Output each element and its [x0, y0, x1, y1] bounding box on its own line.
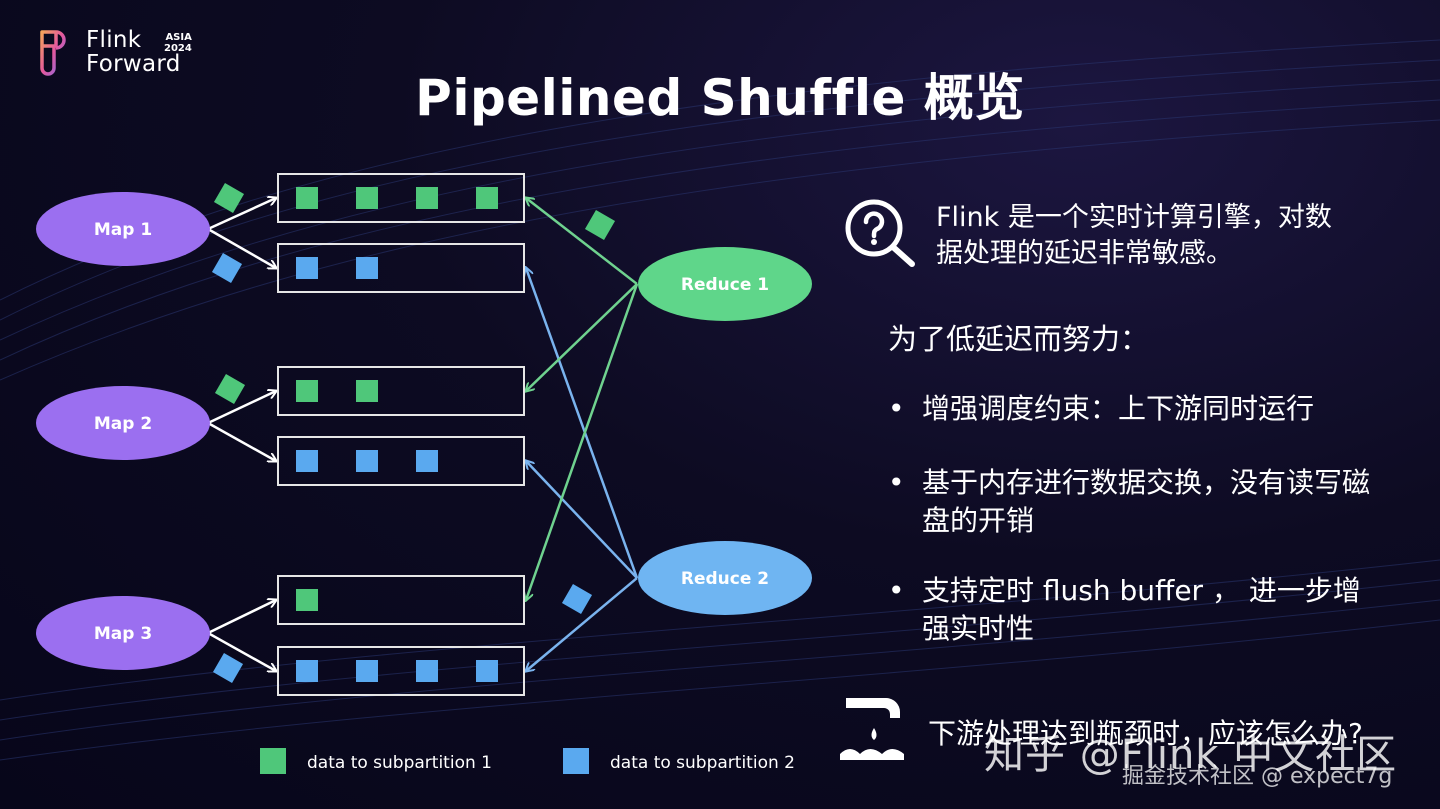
bottom-question: 下游处理达到瓶颈时，应该怎么办?	[928, 717, 1363, 750]
map-node-label: Map 3	[94, 624, 152, 644]
flink-forward-logo: Flink Forward ASIA 2024	[36, 26, 206, 82]
green-data-block	[296, 187, 318, 209]
question-text: Flink 是一个实时计算引擎，对数据处理的延迟非常敏感。	[936, 202, 1332, 269]
flink-logo-icon	[40, 30, 66, 76]
green-data-block	[416, 187, 438, 209]
bullet-dot: •	[888, 574, 905, 607]
subpartition-box	[277, 243, 525, 293]
reduce-node-label: Reduce 1	[681, 275, 769, 295]
in-flight-blue-block	[212, 652, 244, 684]
map-output-arrow	[207, 198, 276, 231]
map-node	[36, 192, 210, 266]
subpartition-box	[277, 646, 525, 696]
map-output-arrow	[207, 391, 276, 425]
in-flight-green-block	[214, 373, 246, 405]
reduce1-read-arrow	[526, 283, 638, 391]
bullet-text: 基于内存进行数据交换，没有读写磁盘的开销	[922, 466, 1371, 537]
slide-title: Pipelined Shuffle 概览	[415, 69, 1025, 127]
blue-data-block	[296, 257, 318, 279]
legend-label: data to subpartition 1	[307, 753, 492, 773]
legend-swatch	[260, 748, 286, 774]
bullet-text: 支持定时 flush buffer ， 进一步增强实时性	[922, 574, 1361, 645]
blue-data-block	[356, 257, 378, 279]
map-node-label: Map 1	[94, 220, 152, 240]
green-data-block	[296, 589, 318, 611]
blue-data-block	[296, 660, 318, 682]
logo-badge-line1: ASIA	[165, 32, 192, 43]
reduce1-read-arrow	[526, 198, 638, 285]
reduce2-read-arrow	[526, 577, 638, 671]
reduce2-read-arrow	[526, 461, 638, 579]
legend-swatch	[563, 748, 589, 774]
green-data-block	[356, 380, 378, 402]
in-flight-blue-block	[211, 252, 243, 284]
question-search-icon	[845, 199, 915, 267]
bullet-dot: •	[888, 466, 905, 499]
green-data-block	[296, 380, 318, 402]
map-node	[36, 596, 210, 670]
blue-data-block	[356, 660, 378, 682]
reduce-node	[638, 247, 812, 321]
blue-data-block	[296, 450, 318, 472]
logo-wordmark: Flink Forward	[86, 28, 181, 76]
legend-label: data to subpartition 2	[610, 753, 795, 773]
logo-line2: Forward	[86, 51, 181, 77]
effort-heading: 为了低延迟而努力：	[888, 322, 1150, 356]
map-output-arrow	[207, 421, 276, 461]
bullet-text: 增强调度约束：上下游同时运行	[922, 392, 1315, 425]
logo-line1: Flink	[86, 27, 142, 53]
blue-data-block	[416, 450, 438, 472]
logo-badge-line2: 2024	[164, 43, 192, 54]
subpartition-box	[277, 436, 525, 486]
map-output-arrow	[207, 600, 276, 635]
map-node	[36, 386, 210, 460]
in-flight-green-block	[584, 209, 616, 241]
map-node-label: Map 2	[94, 414, 152, 434]
reduce2-read-arrow	[526, 268, 639, 579]
reduce-node	[638, 541, 812, 615]
subpartition-box	[277, 575, 525, 625]
green-data-block	[476, 187, 498, 209]
subpartition-box	[277, 173, 525, 223]
blue-data-block	[476, 660, 498, 682]
zhihu-watermark: 知乎 @Flink 中文社区	[984, 732, 1398, 778]
map-output-arrow	[207, 227, 276, 268]
bullet-dot: •	[888, 392, 905, 425]
in-flight-green-block	[213, 182, 245, 214]
map-output-arrow	[207, 631, 276, 671]
green-data-block	[356, 187, 378, 209]
blue-data-block	[356, 450, 378, 472]
faucet-drip-icon	[840, 698, 904, 760]
reduce1-read-arrow	[526, 283, 639, 600]
reduce-node-label: Reduce 2	[681, 569, 769, 589]
logo-badge: ASIA 2024	[164, 32, 192, 54]
subpartition-box	[277, 366, 525, 416]
blue-data-block	[416, 660, 438, 682]
in-flight-blue-block	[561, 583, 593, 615]
juejin-watermark: 掘金技术社区 @ expect7g	[1122, 764, 1393, 789]
